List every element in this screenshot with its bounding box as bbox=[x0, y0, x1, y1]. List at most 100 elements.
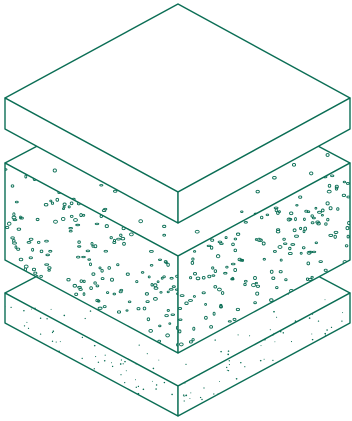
dot bbox=[121, 359, 122, 360]
dot bbox=[138, 386, 139, 387]
dot bbox=[24, 325, 25, 326]
dot bbox=[274, 341, 275, 342]
dot bbox=[171, 394, 173, 396]
dot bbox=[219, 381, 220, 382]
dot bbox=[94, 368, 95, 369]
dot bbox=[153, 368, 155, 370]
dot bbox=[240, 362, 241, 363]
dot bbox=[325, 334, 326, 335]
dot bbox=[185, 395, 187, 397]
dot bbox=[249, 335, 250, 336]
dot bbox=[90, 310, 91, 311]
dot bbox=[51, 309, 52, 310]
dot bbox=[272, 360, 273, 361]
dot bbox=[147, 353, 148, 354]
dot bbox=[26, 322, 27, 323]
dot bbox=[220, 351, 222, 353]
dot bbox=[228, 370, 229, 371]
dot bbox=[312, 314, 313, 315]
dot bbox=[124, 382, 125, 383]
dot bbox=[143, 389, 145, 391]
dot bbox=[98, 362, 99, 363]
dot bbox=[184, 382, 185, 383]
dot bbox=[276, 317, 277, 318]
dot bbox=[40, 333, 41, 334]
dot bbox=[158, 360, 159, 361]
dot bbox=[280, 331, 282, 333]
dot bbox=[138, 393, 140, 395]
dot bbox=[112, 366, 113, 367]
dot bbox=[52, 332, 53, 333]
dot bbox=[226, 367, 227, 368]
dot bbox=[213, 393, 214, 394]
dot bbox=[139, 345, 140, 346]
dot bbox=[184, 396, 185, 397]
dot bbox=[111, 362, 112, 363]
dot bbox=[82, 358, 83, 359]
dot bbox=[135, 379, 136, 380]
dot bbox=[236, 378, 238, 380]
dot bbox=[244, 366, 245, 367]
dot bbox=[123, 363, 124, 364]
dot bbox=[227, 354, 229, 356]
dot bbox=[264, 359, 265, 360]
dot bbox=[126, 370, 127, 371]
dot bbox=[331, 327, 332, 328]
dot bbox=[273, 311, 275, 313]
dot bbox=[215, 339, 216, 340]
dot bbox=[183, 394, 185, 396]
dot bbox=[82, 337, 83, 338]
dot bbox=[52, 341, 53, 342]
dot bbox=[152, 381, 153, 382]
dot bbox=[228, 350, 230, 352]
dot bbox=[185, 364, 186, 365]
dot bbox=[261, 345, 262, 346]
dot bbox=[309, 317, 311, 319]
dot bbox=[260, 360, 262, 362]
dot bbox=[295, 320, 297, 322]
dot bbox=[318, 320, 319, 321]
dot bbox=[105, 355, 106, 356]
dot bbox=[203, 387, 204, 388]
dot bbox=[104, 360, 106, 362]
dot bbox=[184, 400, 185, 401]
dot bbox=[156, 384, 157, 385]
dot bbox=[273, 333, 274, 334]
dot bbox=[283, 332, 284, 333]
dot bbox=[270, 329, 271, 330]
dot bbox=[227, 370, 228, 371]
dot bbox=[46, 318, 47, 319]
dot bbox=[10, 307, 11, 308]
dot bbox=[95, 356, 96, 357]
dot bbox=[201, 399, 202, 400]
dot bbox=[85, 318, 86, 319]
dot bbox=[60, 341, 61, 342]
dot bbox=[326, 329, 328, 331]
dot bbox=[238, 334, 239, 335]
dot bbox=[342, 312, 343, 313]
dot bbox=[200, 397, 201, 398]
dot bbox=[40, 317, 41, 318]
dot bbox=[324, 333, 325, 334]
dot bbox=[120, 363, 122, 365]
dot bbox=[325, 299, 326, 300]
dot bbox=[136, 387, 137, 388]
dot bbox=[34, 308, 35, 309]
dot bbox=[312, 339, 314, 341]
dot bbox=[56, 342, 57, 343]
dot bbox=[53, 330, 55, 332]
dot bbox=[120, 374, 121, 375]
dot bbox=[189, 398, 190, 399]
dot bbox=[190, 392, 191, 393]
dot bbox=[28, 328, 29, 329]
dot bbox=[94, 345, 96, 347]
dot bbox=[311, 334, 312, 335]
dot bbox=[124, 361, 126, 363]
dot bbox=[229, 364, 230, 365]
dot bbox=[164, 382, 165, 383]
dot bbox=[229, 360, 230, 361]
dot bbox=[291, 341, 292, 342]
dot bbox=[155, 388, 157, 390]
dot bbox=[31, 309, 32, 310]
